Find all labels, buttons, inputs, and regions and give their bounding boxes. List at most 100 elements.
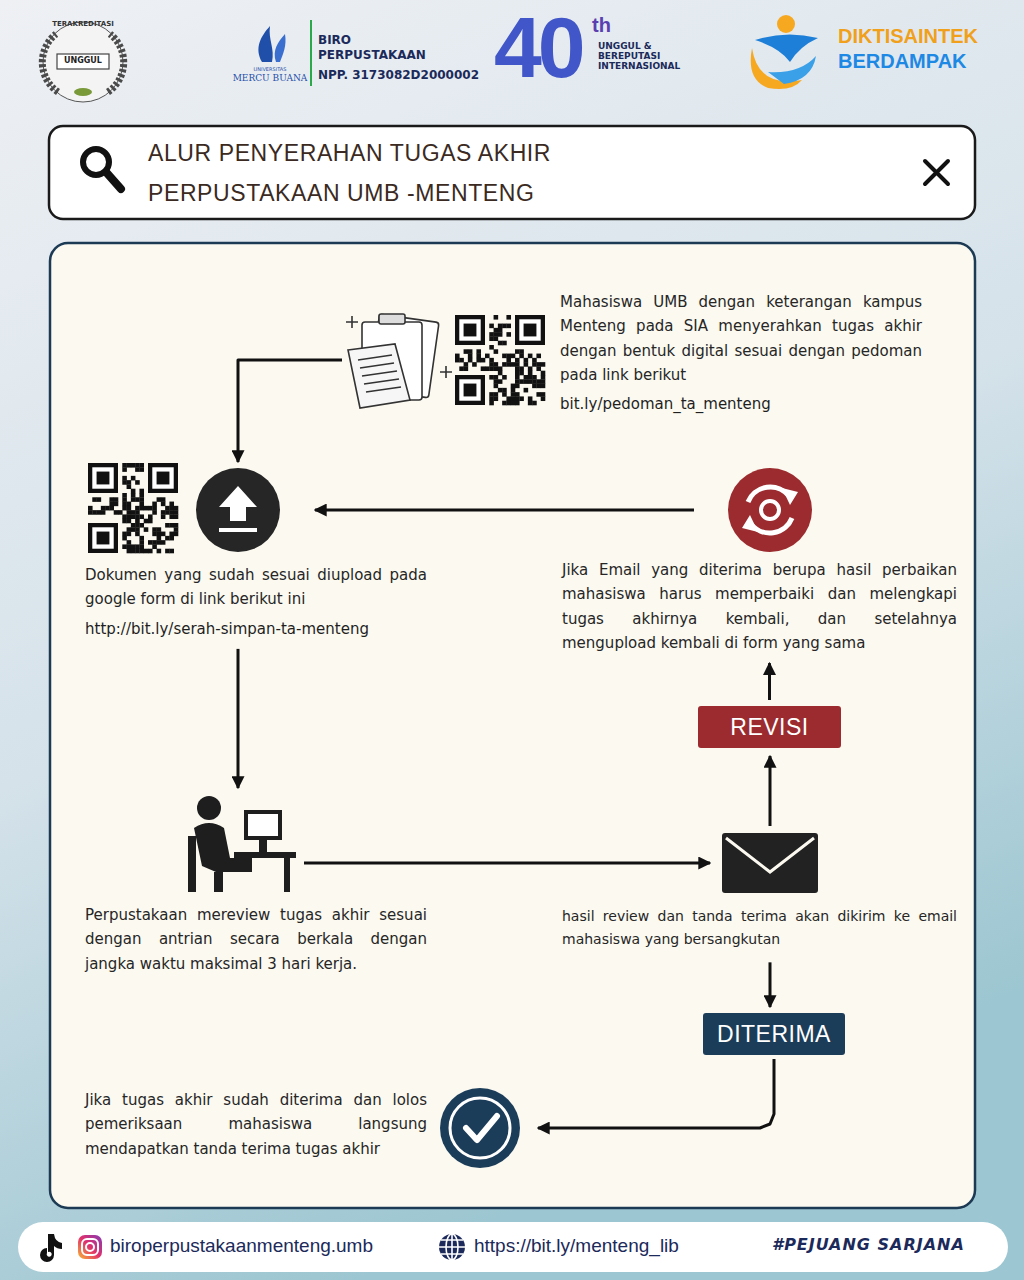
qr-module (489, 345, 494, 350)
qr-module (498, 324, 503, 329)
qr-module (152, 532, 157, 537)
qr-module (127, 519, 132, 524)
qr-module (169, 523, 174, 528)
step-node: Jika tugas akhir sudah diterima dan lolo… (440, 1088, 520, 1168)
qr-module (165, 506, 170, 511)
step-node: Jika Email yang diterima berupa hasil pe… (728, 467, 814, 553)
qr-finder (97, 532, 110, 545)
qr-module (127, 463, 132, 468)
qr-module (101, 506, 106, 511)
qr-module (169, 510, 174, 515)
brand-text: BERDAMPAK (838, 50, 967, 73)
qr-module (127, 549, 132, 554)
badge-text: TERAKREDITASI (52, 20, 114, 28)
qr-finder (459, 379, 480, 400)
qr-module (161, 540, 166, 545)
qr-module (472, 362, 477, 367)
qr-module (515, 371, 520, 376)
qr-module (152, 544, 157, 549)
qr-module (506, 354, 511, 359)
qr-module (127, 480, 132, 485)
step-text: Mahasiswa UMB dengan keterangan kampus M… (560, 290, 922, 387)
qr-module (122, 467, 127, 472)
qr-module (122, 502, 127, 507)
qr-module (515, 358, 520, 363)
qr-module (174, 506, 179, 511)
qr-module (459, 358, 464, 363)
qr-module (468, 349, 473, 354)
qr-module (502, 324, 507, 329)
chair (188, 836, 196, 892)
qr-module (498, 366, 503, 371)
tiktok-icon (40, 1234, 62, 1262)
step-text: Dokumen yang sudah sesuai diupload pada … (85, 563, 427, 612)
qr-module (489, 358, 494, 363)
qr-module (494, 375, 499, 380)
qr-module (88, 506, 93, 511)
caption-block: Dokumen yang sudah sesuai diupload pada … (85, 563, 427, 641)
accreditation-badge (42, 22, 123, 102)
step-node: Perpustakaan mereview tugas akhir sesuai… (185, 793, 300, 895)
qr-module (127, 527, 132, 532)
flow-arrow (315, 509, 694, 512)
qr-module (139, 502, 144, 507)
qr-module (135, 527, 140, 532)
qr-finder (519, 319, 540, 340)
qr-module (144, 519, 149, 524)
envelope-flap (726, 838, 814, 872)
qr-finder (88, 523, 118, 553)
logo-wave (768, 56, 816, 84)
flow-arrow (768, 663, 771, 700)
caption-block: Mahasiswa UMB dengan keterangan kampus M… (560, 290, 922, 416)
qr-module (131, 544, 136, 549)
qr-module (498, 341, 503, 346)
qr-module (524, 388, 529, 393)
qr-module (519, 371, 524, 376)
qr-finder (464, 384, 477, 397)
instagram-lens (86, 1243, 94, 1251)
qr-module (459, 366, 464, 371)
hashtag: #PEJUANG SARJANA (772, 1235, 965, 1254)
qr-module (489, 362, 494, 367)
qr-finder (152, 467, 173, 488)
qr-module (494, 336, 499, 341)
qr-module (165, 549, 170, 554)
qr-module (139, 467, 144, 472)
qr-module (541, 379, 546, 384)
qr-module (135, 497, 140, 502)
link-text: http://bit.ly/serah-simpan-ta-menteng (85, 617, 427, 641)
qr-module (506, 315, 511, 320)
qr-module (519, 354, 524, 359)
desk (234, 852, 296, 858)
search-bar (49, 126, 975, 219)
qr-module (506, 358, 511, 363)
qr-module (515, 396, 520, 401)
qr-module (148, 519, 153, 524)
monitor (246, 812, 280, 838)
qr-module (528, 354, 533, 359)
status-box: REVISI (698, 706, 841, 748)
qr-module (152, 510, 157, 515)
logo-text: UNIVERSITAS (254, 66, 287, 72)
qr-module (498, 379, 503, 384)
qr-module (161, 514, 166, 519)
qr-module (114, 497, 119, 502)
qr-module (511, 362, 516, 367)
qr-module (511, 388, 516, 393)
qr-module (502, 401, 507, 406)
flow-arrow (538, 1059, 774, 1128)
link-text: bit.ly/pedoman_ta_menteng (560, 392, 922, 416)
qr-module (92, 510, 97, 515)
qr-module (511, 396, 516, 401)
diktisaintek-logo (751, 15, 818, 89)
sparkle (346, 316, 452, 378)
reviewer-icon (188, 796, 296, 892)
caption-block: Jika Email yang diterima berupa hasil pe… (562, 558, 957, 655)
qr-module (148, 506, 153, 511)
qr-module (144, 506, 149, 511)
qr-module (157, 497, 162, 502)
qr-module (157, 532, 162, 537)
qr-module (109, 506, 114, 511)
qr-module (131, 489, 136, 494)
